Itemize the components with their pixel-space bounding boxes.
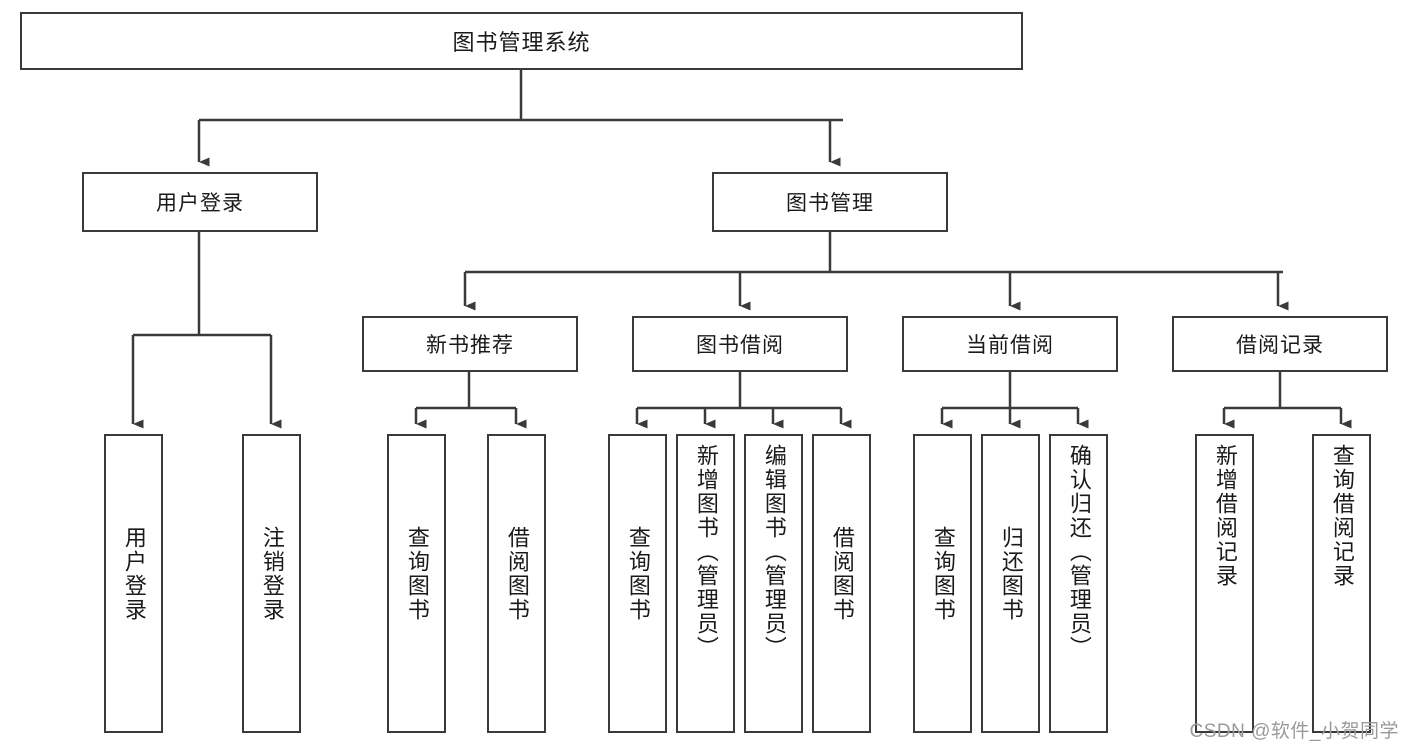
leaf-current-confirm-return-admin[interactable]: 确认归还（管理员） (1049, 434, 1108, 733)
leaf-borrow-borrow-book[interactable]: 借阅图书 (812, 434, 871, 733)
csdn-watermark: CSDN @软件_小贺同学 (1189, 721, 1399, 742)
node-book-management[interactable]: 图书管理 (712, 172, 948, 232)
leaf-label: 用户登录 (121, 526, 147, 622)
leaf-label: 查询图书 (404, 526, 430, 622)
leaf-label: 查询图书 (625, 526, 651, 622)
node-borrow-record[interactable]: 借阅记录 (1172, 316, 1388, 372)
leaf-borrow-edit-book-admin[interactable]: 编辑图书（管理员） (744, 434, 803, 733)
leaf-label: 新增图书（管理员） (693, 444, 719, 660)
leaf-label: 查询图书 (930, 526, 956, 622)
leaf-label: 注销登录 (259, 526, 285, 622)
leaf-label: 归还图书 (998, 526, 1024, 622)
node-user-login[interactable]: 用户登录 (82, 172, 318, 232)
leaf-recommend-borrow-book[interactable]: 借阅图书 (487, 434, 546, 733)
leaf-record-add-record[interactable]: 新增借阅记录 (1195, 434, 1254, 733)
node-new-book-recommend[interactable]: 新书推荐 (362, 316, 578, 372)
leaf-borrow-add-book-admin[interactable]: 新增图书（管理员） (676, 434, 735, 733)
leaf-user-login-login[interactable]: 用户登录 (104, 434, 163, 733)
leaf-user-login-logout[interactable]: 注销登录 (242, 434, 301, 733)
leaf-recommend-query-book[interactable]: 查询图书 (387, 434, 446, 733)
leaf-label: 新增借阅记录 (1212, 444, 1238, 588)
leaf-label: 确认归还（管理员） (1066, 444, 1092, 660)
leaf-label: 编辑图书（管理员） (761, 444, 787, 660)
node-book-borrow[interactable]: 图书借阅 (632, 316, 848, 372)
node-current-borrow[interactable]: 当前借阅 (902, 316, 1118, 372)
leaf-label: 查询借阅记录 (1329, 444, 1355, 588)
leaf-record-query-record[interactable]: 查询借阅记录 (1312, 434, 1371, 733)
leaf-label: 借阅图书 (829, 526, 855, 622)
leaf-borrow-query-book[interactable]: 查询图书 (608, 434, 667, 733)
node-root-system[interactable]: 图书管理系统 (20, 12, 1023, 70)
leaf-label: 借阅图书 (504, 526, 530, 622)
leaf-current-return-book[interactable]: 归还图书 (981, 434, 1040, 733)
leaf-current-query-book[interactable]: 查询图书 (913, 434, 972, 733)
